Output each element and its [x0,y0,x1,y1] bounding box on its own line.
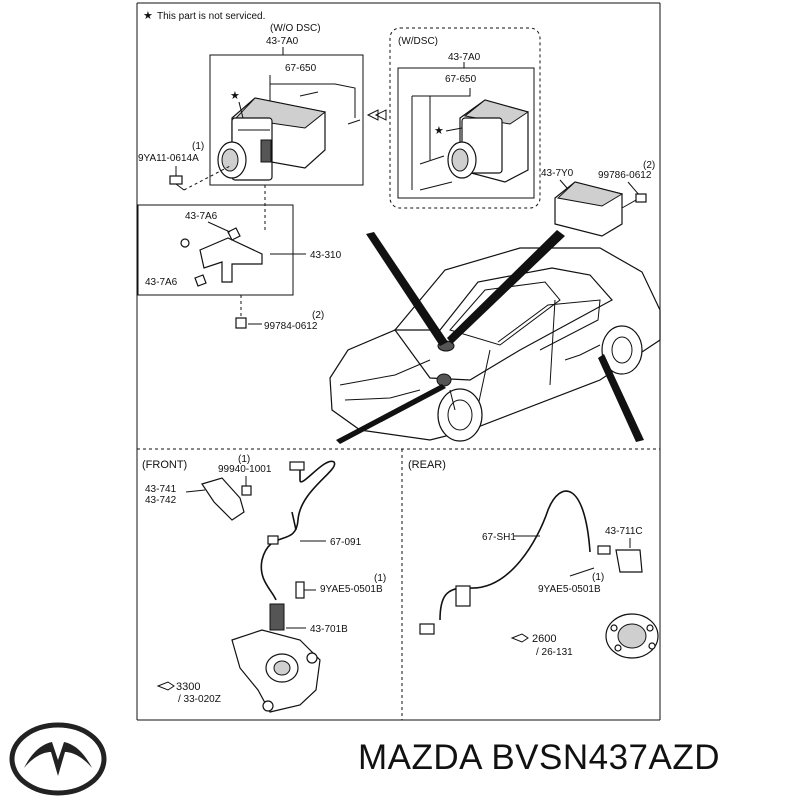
rear-ref-page: / 26-131 [536,647,573,658]
abs-w-dsc-title: (W/DSC) [398,36,438,47]
abs-wo-dsc-title: (W/O DSC) [270,23,321,34]
bolt-bracket-code: 99784-0612 [264,321,318,332]
bracket-code: 43-310 [310,250,342,261]
front-sensor-bolt-qty: (1) [374,573,386,584]
mazda-logo-icon [9,722,107,796]
note: ★ This part is not serviced. [143,10,265,22]
front-bolt-qty: (1) [238,454,250,465]
rear-sensor: 43-711C [605,526,643,537]
front-title: (FRONT) [142,459,187,471]
abs-unit-wo-dsc: (W/O DSC) 43-7A0 67-650 ★ [209,23,364,186]
dsc-bolt-qty: (2) [643,160,655,171]
front-ref-num: 3300 [176,681,200,693]
front-bolt-code: 99940-1001 [218,464,272,475]
abs-w-dsc-star: ★ [434,125,444,137]
car-illustration [329,247,661,442]
abs-wo-dsc-code: 43-7A0 [266,36,299,47]
abs-w-dsc-code: 43-7A0 [448,52,481,63]
bolt-bracket-qty: (2) [312,310,324,321]
dsc-bolt-code: 99786-0612 [598,170,652,181]
note-star: ★ [143,10,153,22]
dsc-module-code: 43-7Y0 [541,168,574,179]
rear-bolt-qty: (1) [592,572,604,583]
rear-harness: 67-SH1 [482,532,516,543]
front-ref-page: / 33-020Z [178,694,221,705]
front-section: (FRONT) (1) 99940-1001 43-741 43-742 67-… [142,454,386,713]
front-bracket-r: 43-742 [145,495,177,506]
note-text: This part is not serviced. [157,11,265,22]
rear-section: (REAR) 67-SH1 43-711C (1) 9YAE5-0501B 26… [408,459,659,659]
front-sensor-bolt-code: 9YAE5-0501B [320,584,383,595]
brand-maker: MAZDA [358,738,482,777]
brand-part-number: BVSN437AZD [491,738,721,777]
abs-unit-w-dsc: (W/DSC) 43-7A0 67-650 ★ [389,27,541,209]
brand-caption: MAZDA BVSN437AZD [358,738,720,778]
front-harness: 67-091 [330,537,362,548]
bolt-left-qty: (1) [192,141,204,152]
callout-arrows [336,230,644,444]
rear-title: (REAR) [408,459,446,471]
diagram-frame [136,2,661,721]
front-sensor: 43-701B [310,624,348,635]
rear-ref-num: 2600 [532,633,556,645]
alternate-arrow [366,109,387,121]
front-bracket-l: 43-741 [145,484,177,495]
bracket-assembly: 43-7A6 43-310 43-7A6 [137,185,342,318]
rear-bolt-code: 9YAE5-0501B [538,584,601,595]
abs-wo-dsc-star: ★ [230,90,240,102]
abs-wo-dsc-sub: 67-650 [285,63,317,74]
bolt-bracket: (2) 99784-0612 [235,310,324,332]
abs-w-dsc-sub: 67-650 [445,74,477,85]
bolt-left: (1) 9YA11-0614A [138,141,233,191]
bolt-left-code: 9YA11-0614A [138,153,199,164]
bracket-mount-bottom: 43-7A6 [145,277,178,288]
dsc-module: 43-7Y0 (2) 99786-0612 [541,160,655,237]
bracket-mount-top: 43-7A6 [185,211,218,222]
